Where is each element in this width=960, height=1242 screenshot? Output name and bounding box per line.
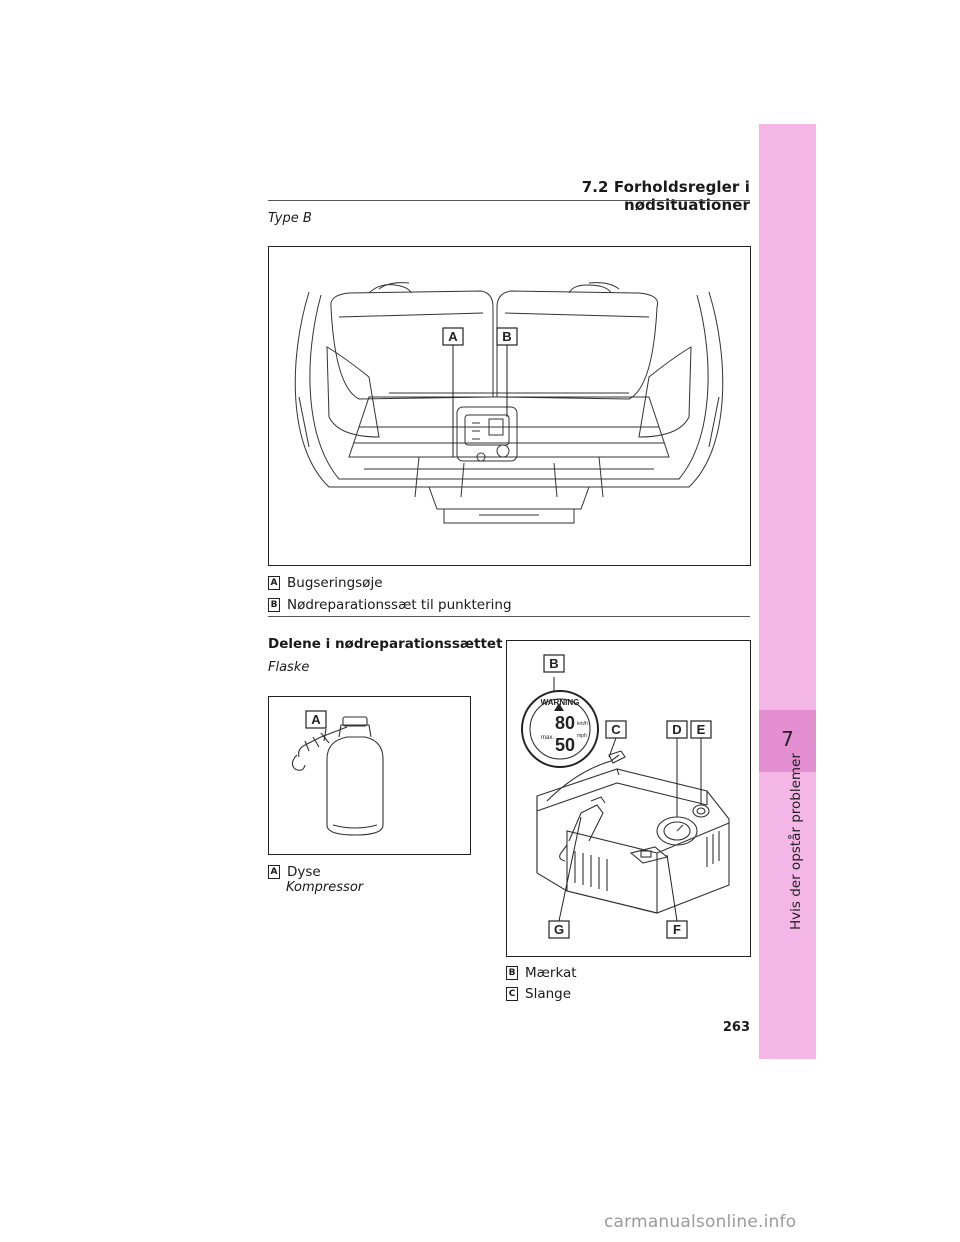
legend-item-b: B Nødreparationssæt til punktering [268, 597, 512, 613]
callout-c-box [605, 720, 627, 739]
legend-key-slange: C [506, 987, 518, 1001]
legend-text-maerkat: Mærkat [525, 965, 577, 981]
legend-key-a: A [268, 576, 280, 590]
compressor-label: Kompressor [286, 880, 364, 895]
bottle-illustration: A [268, 696, 471, 855]
trunk-illustration: A B [268, 246, 751, 566]
type-label: Type B [268, 211, 312, 226]
callout-a-box [442, 327, 464, 346]
legend-item-maerkat: B Mærkat [506, 965, 577, 981]
chapter-number: 7 [781, 727, 794, 751]
bottle-label: Flaske [268, 660, 310, 675]
compressor-illustration: WARNING max. 80 50 km/h mph [506, 640, 751, 957]
callout-b-3: B [549, 656, 558, 671]
legend-item-a: A Bugseringsøje [268, 575, 383, 591]
bottle-callout-box [305, 710, 327, 729]
legend-text-a: Bugseringsøje [287, 575, 383, 591]
callout-d: D [672, 722, 681, 737]
legend-key-dyse: A [268, 865, 280, 879]
callout-f-box [666, 920, 688, 939]
callout-d-box [666, 720, 688, 739]
warning-sticker: WARNING max. 80 50 km/h mph [521, 690, 599, 768]
sticker-speed-mph: 50 [555, 735, 575, 755]
section-header: 7.2 Forholdsregler i nødsituationer [581, 178, 750, 214]
legend-text-b: Nødreparationssæt til punktering [287, 597, 512, 613]
callout-e: E [697, 722, 706, 737]
legend-text-dyse: Dyse [287, 864, 321, 880]
legend-item-slange: C Slange [506, 986, 571, 1002]
chapter-side-tab [759, 124, 816, 1059]
callout-f: F [673, 922, 681, 937]
callout-e-box [690, 720, 712, 739]
callout-b: B [502, 329, 511, 344]
section-divider [268, 616, 750, 617]
callout-a: A [448, 329, 458, 344]
page-number: 263 [722, 1020, 750, 1035]
trunk-drawing: A B [294, 282, 724, 524]
compressor-drawing: WARNING max. 80 50 km/h mph [521, 654, 730, 939]
sticker-warning: WARNING [541, 698, 580, 707]
sticker-speed-kmh: 80 [555, 713, 575, 733]
watermark: carmanualsonline.info [604, 1212, 797, 1232]
callout-b-box-3 [543, 654, 565, 673]
callout-c: C [611, 722, 621, 737]
header-divider [268, 200, 750, 201]
callout-g: G [554, 922, 564, 937]
sticker-unit-mph: mph [577, 733, 587, 739]
bottle-callout-a: A [311, 712, 321, 727]
legend-item-dyse: A Dyse [268, 864, 321, 880]
chapter-number-box [759, 710, 816, 772]
legend-text-slange: Slange [525, 986, 572, 1002]
section-heading: Delene i nødreparationssættet [268, 636, 503, 652]
legend-key-b: B [268, 598, 280, 612]
legend-key-maerkat: B [506, 966, 518, 980]
bottle-drawing: A [291, 710, 384, 836]
callout-b-box [496, 327, 518, 346]
warning-triangle-icon [554, 703, 564, 711]
callout-g-box [548, 920, 570, 939]
chapter-title: Hvis der opstår problemer [788, 753, 804, 930]
sticker-max: max. [541, 735, 554, 741]
sticker-unit-kmh: km/h [577, 721, 588, 727]
